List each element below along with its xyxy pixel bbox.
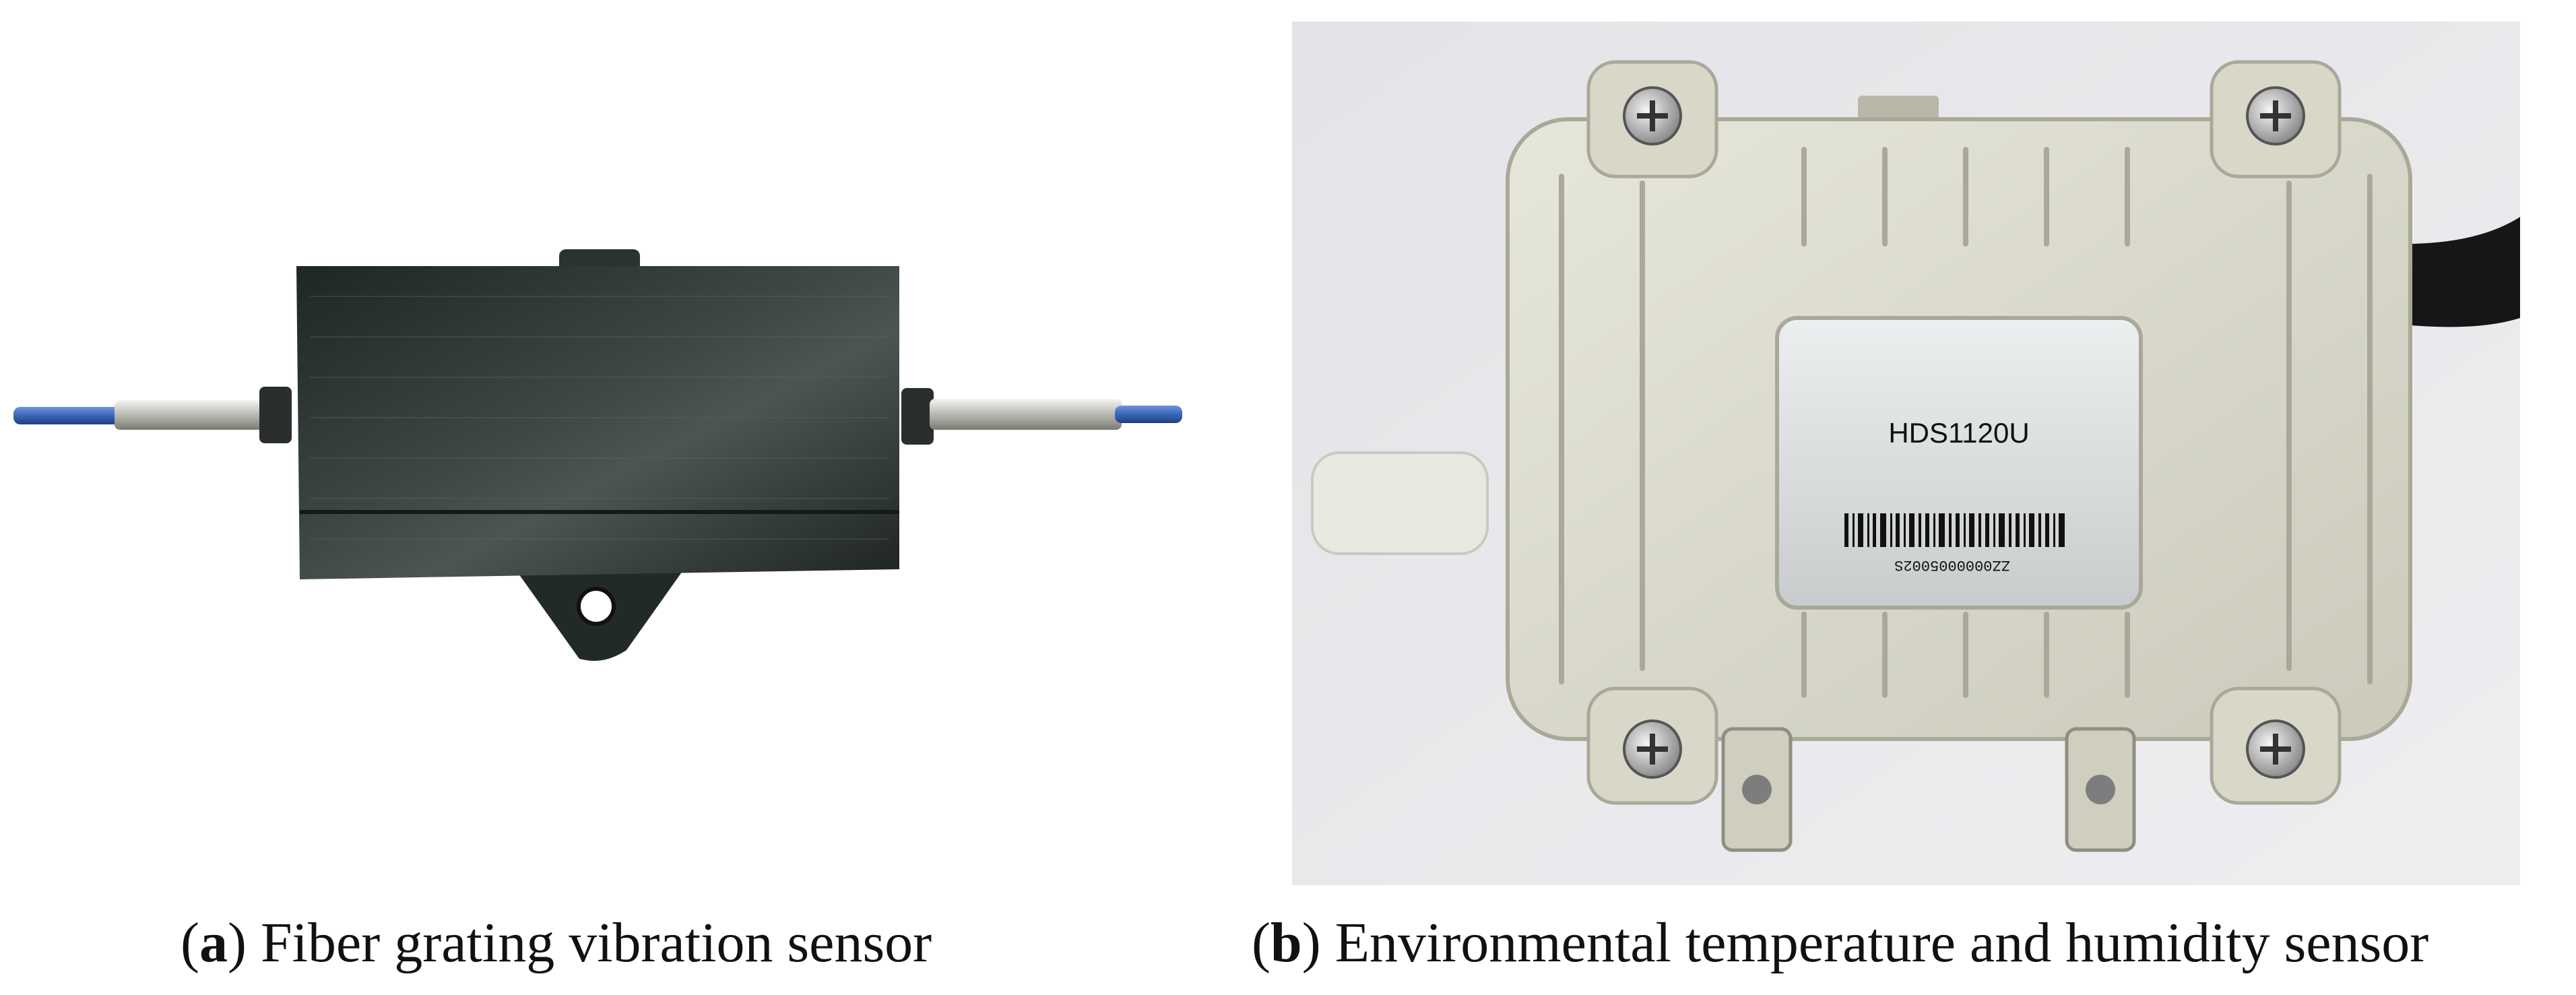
sensor-probe	[1311, 451, 1489, 555]
right-metal-sleeve	[930, 399, 1122, 430]
sensor-body	[296, 266, 899, 579]
barcode-text: ZZ0000005002S	[1894, 556, 2010, 573]
caption-b-letter: b	[1270, 911, 1302, 974]
screw-bottom-left-icon	[1623, 719, 1682, 779]
clamp-right-bolt-icon	[2086, 775, 2115, 804]
temperature-humidity-sensor-illustration: HDS1120U ZZ0000005002S	[1292, 22, 2520, 885]
caption-a: (a) Fiber grating vibration sensor	[181, 911, 932, 974]
right-connector-nut	[901, 388, 934, 445]
screw-bottom-right-icon	[2246, 719, 2305, 779]
screw-top-left-icon	[1623, 86, 1682, 146]
clamp-left-bolt-icon	[1742, 775, 1772, 804]
left-fiber-cable	[13, 407, 121, 424]
fiber-grating-sensor-photo	[0, 0, 1186, 889]
caption-b-text: Environmental temperature and humidity s…	[1334, 911, 2429, 974]
caption-b: (b) Environmental temperature and humidi…	[1252, 911, 2429, 974]
right-fiber-cable	[1115, 406, 1182, 423]
power-cable	[2404, 217, 2520, 327]
left-metal-sleeve	[115, 400, 266, 430]
left-connector-nut	[259, 387, 292, 443]
enclosure-ribs	[1559, 147, 2373, 698]
device-model-label: HDS1120U	[1888, 417, 2029, 449]
barcode	[1844, 513, 2065, 547]
fiber-grating-sensor-illustration	[13, 249, 1182, 661]
temperature-humidity-sensor-photo: HDS1120U ZZ0000005002S	[1292, 22, 2520, 885]
screw-top-right-icon	[2246, 86, 2305, 146]
caption-a-letter: a	[199, 911, 228, 974]
brushed-texture	[310, 296, 889, 540]
caption-a-text: Fiber grating vibration sensor	[260, 911, 932, 974]
mounting-hole	[577, 587, 616, 626]
